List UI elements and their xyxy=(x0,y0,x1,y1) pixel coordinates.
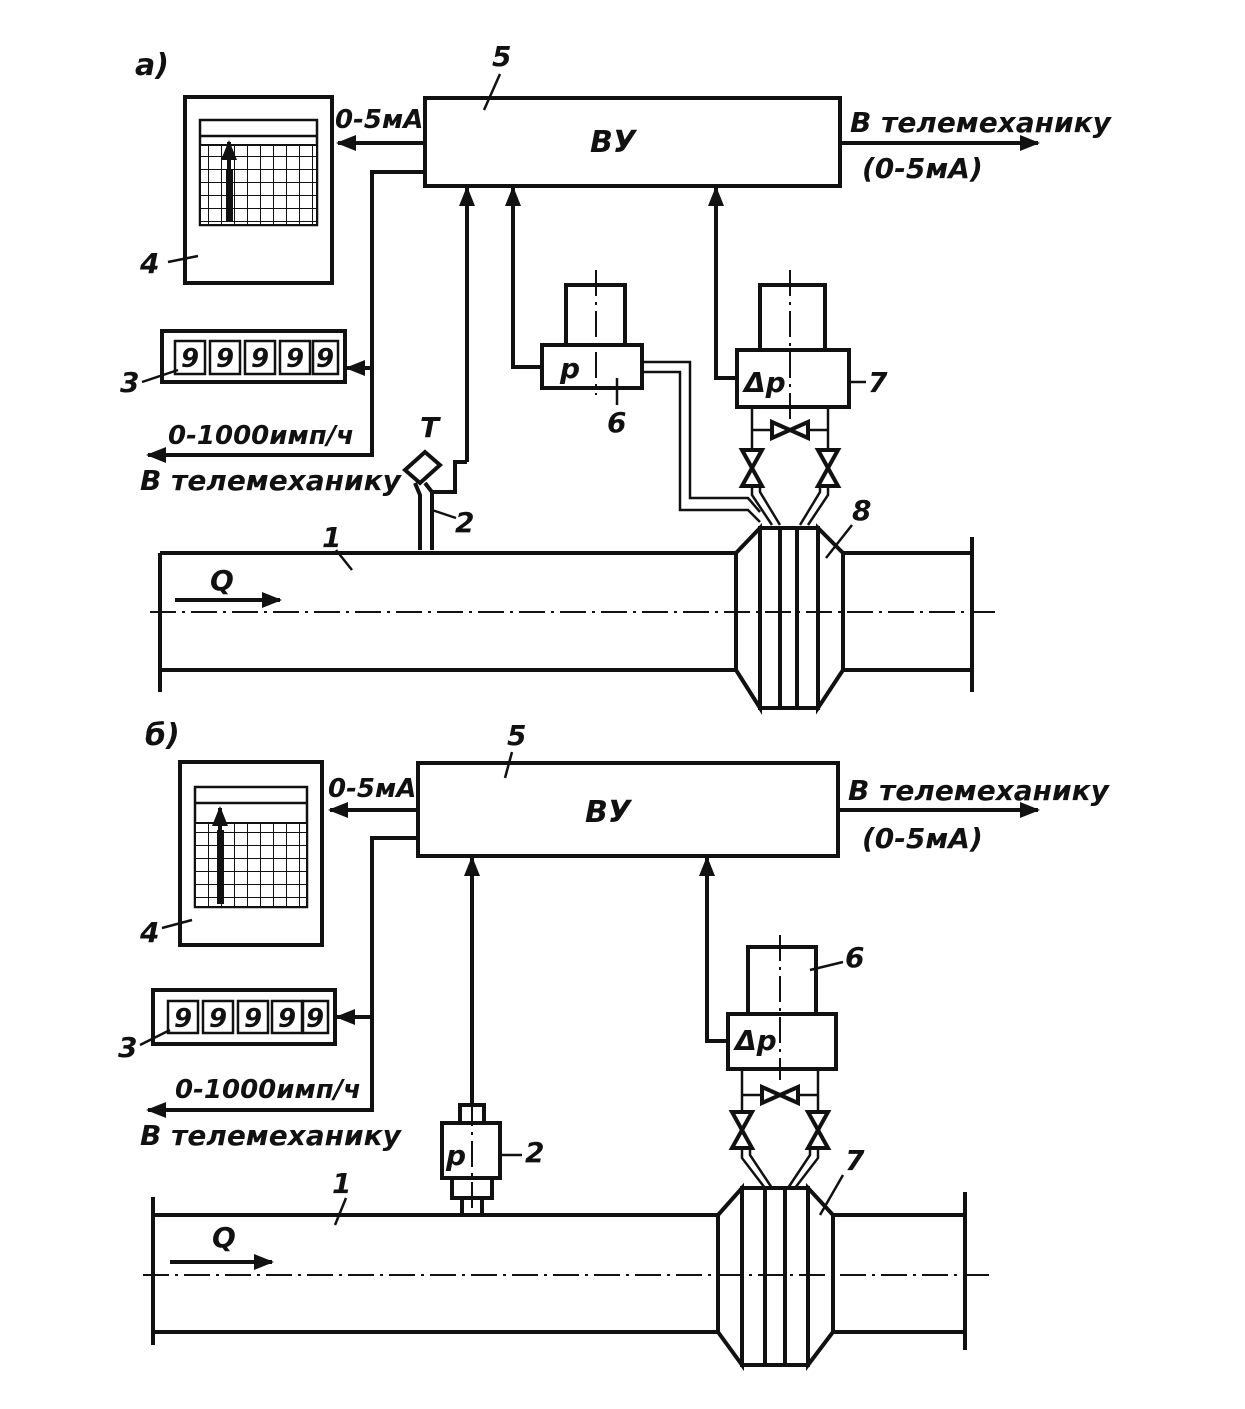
pipe-number-a: 1 xyxy=(322,521,341,554)
pressure-number-b: 2 xyxy=(525,1136,544,1169)
counter-digit-a-3: 9 xyxy=(251,344,269,374)
orifice-b: 7 xyxy=(716,1144,865,1372)
processor-block-b: ВУ 5 xyxy=(416,719,840,858)
counter-digit-b-1: 9 xyxy=(174,1004,192,1034)
pipeline-b: 1 Q xyxy=(143,1167,990,1350)
pressure-impulse-line-a xyxy=(642,360,761,513)
pulse-rate-b: 0-1000имп/ч xyxy=(175,1075,361,1105)
telemech-right-range-a: (0-5мА) xyxy=(862,152,983,185)
telemech-right-b: В телемеханику xyxy=(848,774,1111,807)
counter-digit-a-5: 9 xyxy=(316,344,334,374)
pressure-symbol-a: p xyxy=(559,352,580,385)
current-range-a: 0-5мА xyxy=(335,105,423,135)
telemech-left-a: В телемеханику xyxy=(140,464,403,497)
dp-number-a: 7 xyxy=(868,366,888,399)
pipe-number-b: 1 xyxy=(332,1167,351,1200)
telemech-right-range-b: (0-5мА) xyxy=(862,822,983,855)
counter-digit-b-3: 9 xyxy=(244,1004,262,1034)
orifice-number-b: 7 xyxy=(845,1144,865,1177)
counter-a: 9 9 9 9 9 3 xyxy=(120,329,347,399)
valve-manifold-b xyxy=(728,1069,832,1189)
counter-digit-b-4: 9 xyxy=(278,1004,296,1034)
pressure-sensor-a: p 6 xyxy=(540,270,644,439)
pressure-symbol-b: p xyxy=(445,1139,466,1172)
processor-label-a: ВУ xyxy=(590,125,638,160)
panel-a-label: а) xyxy=(135,48,169,83)
counter-digit-a-1: 9 xyxy=(181,344,199,374)
counter-number-b: 3 xyxy=(118,1031,137,1064)
telemech-right-a: В телемеханику xyxy=(850,106,1113,139)
pressure-signal-arrow-a xyxy=(505,186,542,369)
counter-number-a: 3 xyxy=(120,366,139,399)
pulse-rate-a: 0-1000имп/ч xyxy=(168,421,354,451)
dp-sensor-a: Δp 7 xyxy=(735,270,888,420)
counter-digit-b-2: 9 xyxy=(209,1004,227,1034)
processor-number-a: 5 xyxy=(492,40,511,73)
processor-block-a: ВУ 5 xyxy=(423,40,842,188)
processor-label-b: ВУ xyxy=(585,795,633,830)
panel-a: а) ВУ 5 0-5мА В телемеханику (0-5мА) 4 xyxy=(120,40,1113,715)
flow-label-a: Q xyxy=(210,564,234,597)
orifice-number-a: 8 xyxy=(852,494,871,527)
dp-sensor-b: Δp 6 xyxy=(726,935,864,1080)
dp-signal-arrow-b xyxy=(699,856,728,1043)
temp-number-a: 2 xyxy=(455,506,474,539)
dp-symbol-b: Δp xyxy=(733,1024,777,1057)
counter-digit-a-2: 9 xyxy=(216,344,234,374)
panel-b: б) ВУ 5 0-5мА В телемеханику (0-5мА) 4 xyxy=(118,718,1111,1372)
current-range-b: 0-5мА xyxy=(328,774,416,804)
pipeline-a: 1 Q xyxy=(150,521,995,692)
panel-b-label: б) xyxy=(145,718,180,753)
pressure-sensor-b: p 2 xyxy=(440,1100,544,1215)
temperature-sensor-a: T 2 xyxy=(401,411,474,550)
pulse-output-line-a xyxy=(146,170,425,463)
recorder-a: 4 xyxy=(139,95,334,285)
dp-number-b: 6 xyxy=(845,941,864,974)
dp-signal-arrow-a xyxy=(708,186,737,380)
telemech-left-b: В телемеханику xyxy=(140,1119,403,1152)
dp-symbol-a: Δp xyxy=(742,366,786,399)
recorder-number-a: 4 xyxy=(139,247,159,280)
counter-digit-a-4: 9 xyxy=(286,344,304,374)
processor-number-b: 5 xyxy=(507,719,526,752)
valve-manifold-a xyxy=(738,407,842,526)
recorder-number-b: 4 xyxy=(139,916,159,949)
counter-digit-b-5: 9 xyxy=(306,1004,324,1034)
pressure-number-a: 6 xyxy=(607,406,626,439)
flow-label-b: Q xyxy=(212,1221,236,1254)
temp-symbol-a: T xyxy=(420,411,441,444)
pulse-output-line-b xyxy=(146,836,418,1118)
orifice-a: 8 xyxy=(734,494,871,715)
recorder-b: 4 xyxy=(139,760,324,949)
counter-b: 9 9 9 9 9 3 xyxy=(118,988,337,1064)
